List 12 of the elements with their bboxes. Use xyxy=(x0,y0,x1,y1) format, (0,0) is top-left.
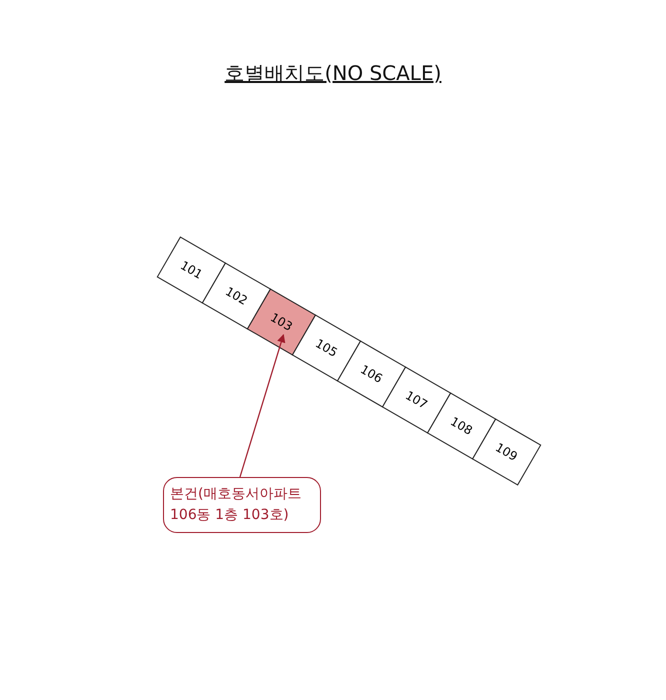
unit-number: 105 xyxy=(313,336,340,360)
unit-number: 106 xyxy=(358,362,385,386)
callout-box xyxy=(163,477,321,533)
leader-arrow xyxy=(239,334,286,478)
unit-number: 102 xyxy=(223,284,250,308)
unit-number: 103 xyxy=(268,310,295,334)
plan-title: 호별배치도(NO SCALE) xyxy=(224,61,442,85)
unit-number: 107 xyxy=(403,388,430,412)
unit-number: 108 xyxy=(448,414,475,438)
unit-number: 101 xyxy=(178,258,205,282)
callout-text: 본건(매호동서아파트 106동 1층 103호) xyxy=(170,485,302,525)
unit-number: 109 xyxy=(493,440,520,464)
